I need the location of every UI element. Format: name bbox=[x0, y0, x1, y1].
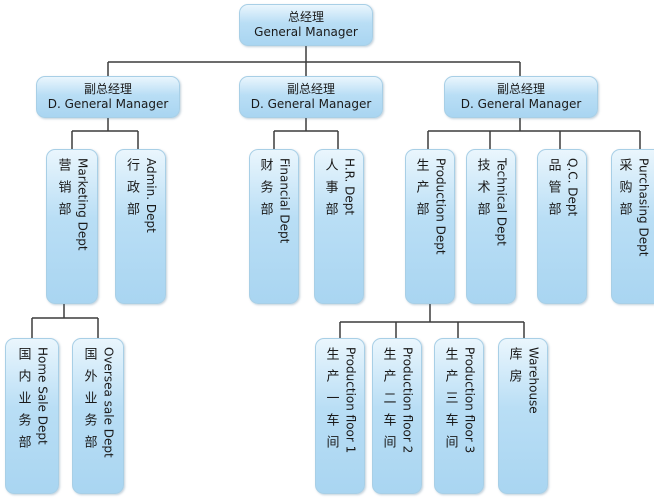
unit-cn-label: 生产二车间 bbox=[380, 347, 396, 457]
unit-production-floor-1: 生产一车间 Production floor 1 bbox=[315, 338, 365, 494]
unit-cn-label: 生产一车间 bbox=[323, 347, 339, 457]
deputy-manager-en: D. General Manager bbox=[47, 97, 169, 111]
dept-cn-label: 营销部 bbox=[55, 158, 71, 224]
dept-qc: 品管部 Q.C. Dept bbox=[537, 149, 587, 304]
dept-marketing: 营销部 Marketing Dept bbox=[46, 149, 98, 304]
unit-en-label: Production floor 2 bbox=[400, 347, 415, 454]
unit-en-label: Production floor 3 bbox=[462, 347, 477, 454]
dept-admin: 行政部 Admin. Dept bbox=[115, 149, 166, 304]
deputy-manager-en: D. General Manager bbox=[460, 97, 582, 111]
deputy-manager-cn: 副总经理 bbox=[286, 82, 335, 96]
dept-en-label: Financial Dept bbox=[277, 158, 292, 244]
deputy-manager-box-3: 副总经理 D. General Manager bbox=[444, 76, 598, 118]
unit-en-label: Oversea sale Dept bbox=[101, 347, 116, 458]
deputy-manager-cn: 副总经理 bbox=[496, 82, 545, 96]
dept-en-label: Marketing Dept bbox=[75, 158, 90, 251]
dept-technical: 技术部 Technical Dept bbox=[466, 149, 516, 304]
dept-cn-label: 人事部 bbox=[322, 158, 338, 224]
deputy-manager-en: D. General Manager bbox=[250, 97, 372, 111]
unit-en-label: Production floor 1 bbox=[343, 347, 358, 454]
dept-en-label: Technical Dept bbox=[494, 158, 509, 246]
dept-cn-label: 行政部 bbox=[124, 158, 139, 224]
dept-en-label: Admin. Dept bbox=[144, 158, 158, 233]
dept-hr: 人事部 H.R. Dept bbox=[314, 149, 364, 304]
dept-cn-label: 采购部 bbox=[616, 158, 632, 224]
general-manager-en: General Manager bbox=[254, 25, 358, 39]
general-manager-box: 总经理 General Manager bbox=[239, 4, 373, 46]
unit-warehouse: 库房 Warehouse bbox=[498, 338, 548, 494]
deputy-manager-box-2: 副总经理 D. General Manager bbox=[239, 76, 383, 118]
dept-en-label: Purchasing Dept bbox=[636, 158, 651, 257]
dept-cn-label: 生产部 bbox=[413, 158, 429, 224]
unit-cn-label: 国内业务部 bbox=[15, 347, 31, 457]
unit-cn-label: 生产三车间 bbox=[442, 347, 458, 457]
unit-production-floor-3: 生产三车间 Production floor 3 bbox=[434, 338, 484, 494]
general-manager-cn: 总经理 bbox=[287, 10, 324, 24]
unit-en-label: Warehouse bbox=[526, 347, 541, 414]
deputy-manager-box-1: 副总经理 D. General Manager bbox=[36, 76, 180, 118]
unit-en-label: Home Sale Dept bbox=[35, 347, 50, 445]
dept-en-label: H.R. Dept bbox=[342, 158, 357, 216]
dept-cn-label: 财务部 bbox=[257, 158, 273, 224]
unit-oversea-sale: 国外业务部 Oversea sale Dept bbox=[72, 338, 124, 494]
dept-en-label: Production Dept bbox=[433, 158, 448, 255]
dept-financial: 财务部 Financial Dept bbox=[249, 149, 299, 304]
dept-purchasing: 采购部 Purchasing Dept bbox=[611, 149, 654, 304]
unit-cn-label: 库房 bbox=[506, 347, 522, 391]
deputy-manager-cn: 副总经理 bbox=[83, 82, 132, 96]
unit-home-sale: 国内业务部 Home Sale Dept bbox=[5, 338, 59, 494]
unit-cn-label: 国外业务部 bbox=[81, 347, 97, 457]
dept-production: 生产部 Production Dept bbox=[405, 149, 455, 304]
dept-cn-label: 品管部 bbox=[545, 158, 561, 224]
dept-cn-label: 技术部 bbox=[474, 158, 490, 224]
unit-production-floor-2: 生产二车间 Production floor 2 bbox=[372, 338, 422, 494]
dept-en-label: Q.C. Dept bbox=[565, 158, 580, 217]
